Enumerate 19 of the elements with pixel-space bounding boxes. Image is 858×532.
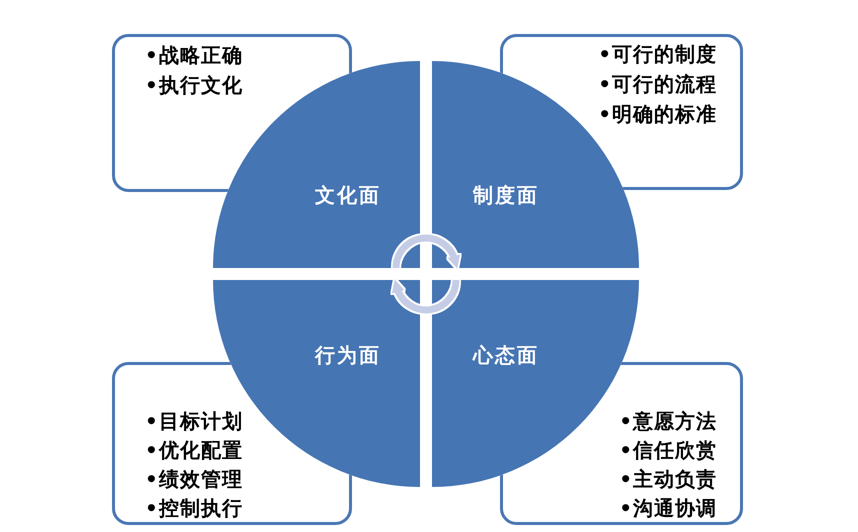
list-item: •可行的制度	[598, 41, 717, 68]
quadrant-label: 行为面	[315, 343, 381, 367]
list-item: •执行文化	[145, 72, 243, 99]
list-item: •优化配置	[145, 437, 243, 464]
list-item: •目标计划	[145, 408, 243, 435]
list-item: •主动负责	[619, 466, 717, 493]
list-item: •控制执行	[145, 495, 243, 522]
quadrant-label: 心态面	[473, 343, 539, 367]
quadrant-label: 文化面	[315, 183, 381, 207]
list-item: •沟通协调	[619, 495, 717, 522]
list-item: •信任欣赏	[619, 437, 717, 464]
list-item: •明确的标准	[598, 101, 717, 128]
list-item: •绩效管理	[145, 466, 243, 493]
list-item: •意愿方法	[619, 408, 717, 435]
quadrant-label: 制度面	[473, 183, 539, 207]
list-item: •可行的流程	[598, 71, 717, 98]
curved-arrow	[392, 280, 460, 314]
curved-arrow	[392, 234, 460, 268]
list-item: •战略正确	[145, 42, 243, 69]
